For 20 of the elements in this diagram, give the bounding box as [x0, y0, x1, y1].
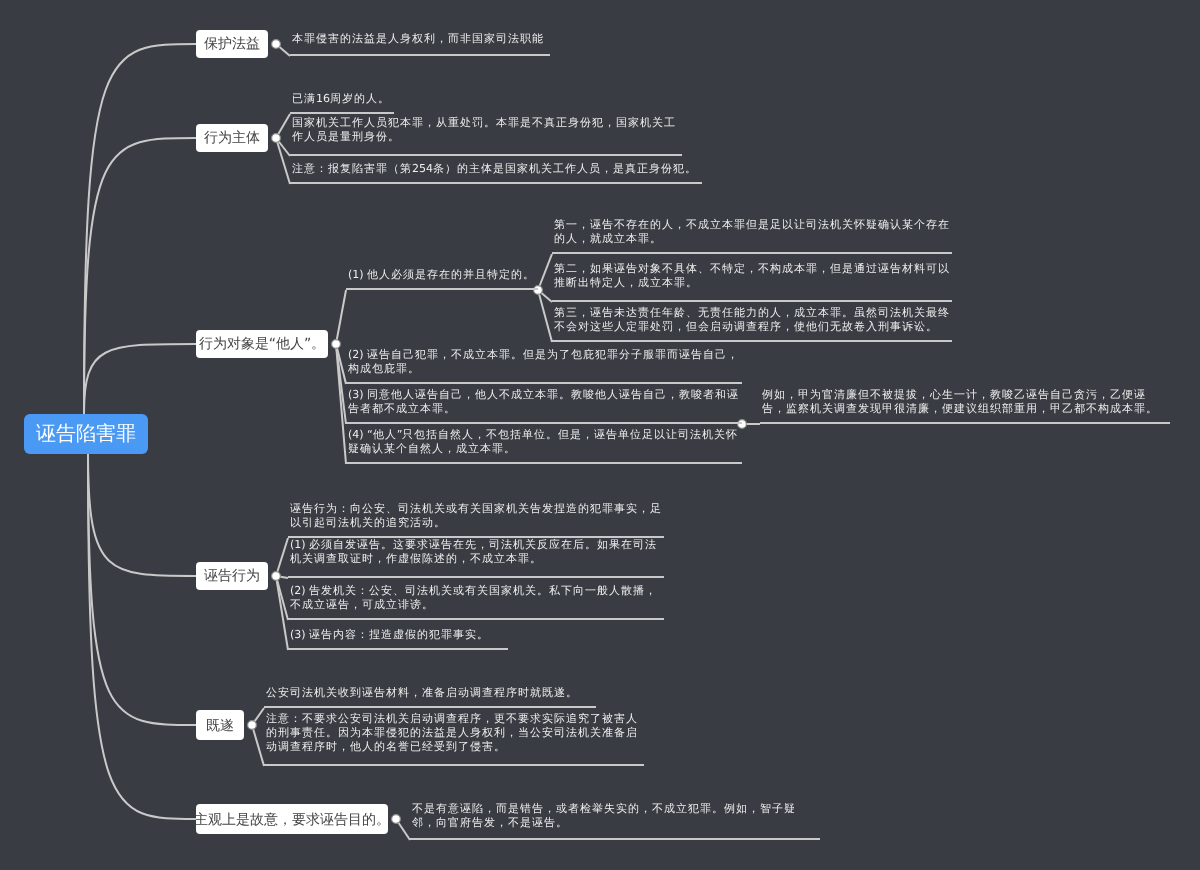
connector: [251, 724, 265, 767]
connector: [335, 343, 347, 425]
connector: [83, 343, 197, 415]
connector: [395, 818, 411, 841]
connector: [275, 43, 291, 57]
connector: [87, 453, 197, 820]
connector: [741, 423, 761, 425]
connector: [335, 289, 347, 345]
connector: [335, 343, 347, 465]
topic-box: 诬告陷害罪: [24, 414, 148, 454]
connector: [275, 575, 289, 651]
connector: [275, 137, 291, 157]
connector: [537, 253, 553, 291]
connector: [251, 707, 265, 726]
connector: [275, 137, 291, 185]
connector: [275, 537, 289, 577]
connector: [275, 113, 291, 139]
connector: [275, 575, 289, 621]
connector: [537, 289, 553, 303]
connector: [537, 289, 553, 343]
